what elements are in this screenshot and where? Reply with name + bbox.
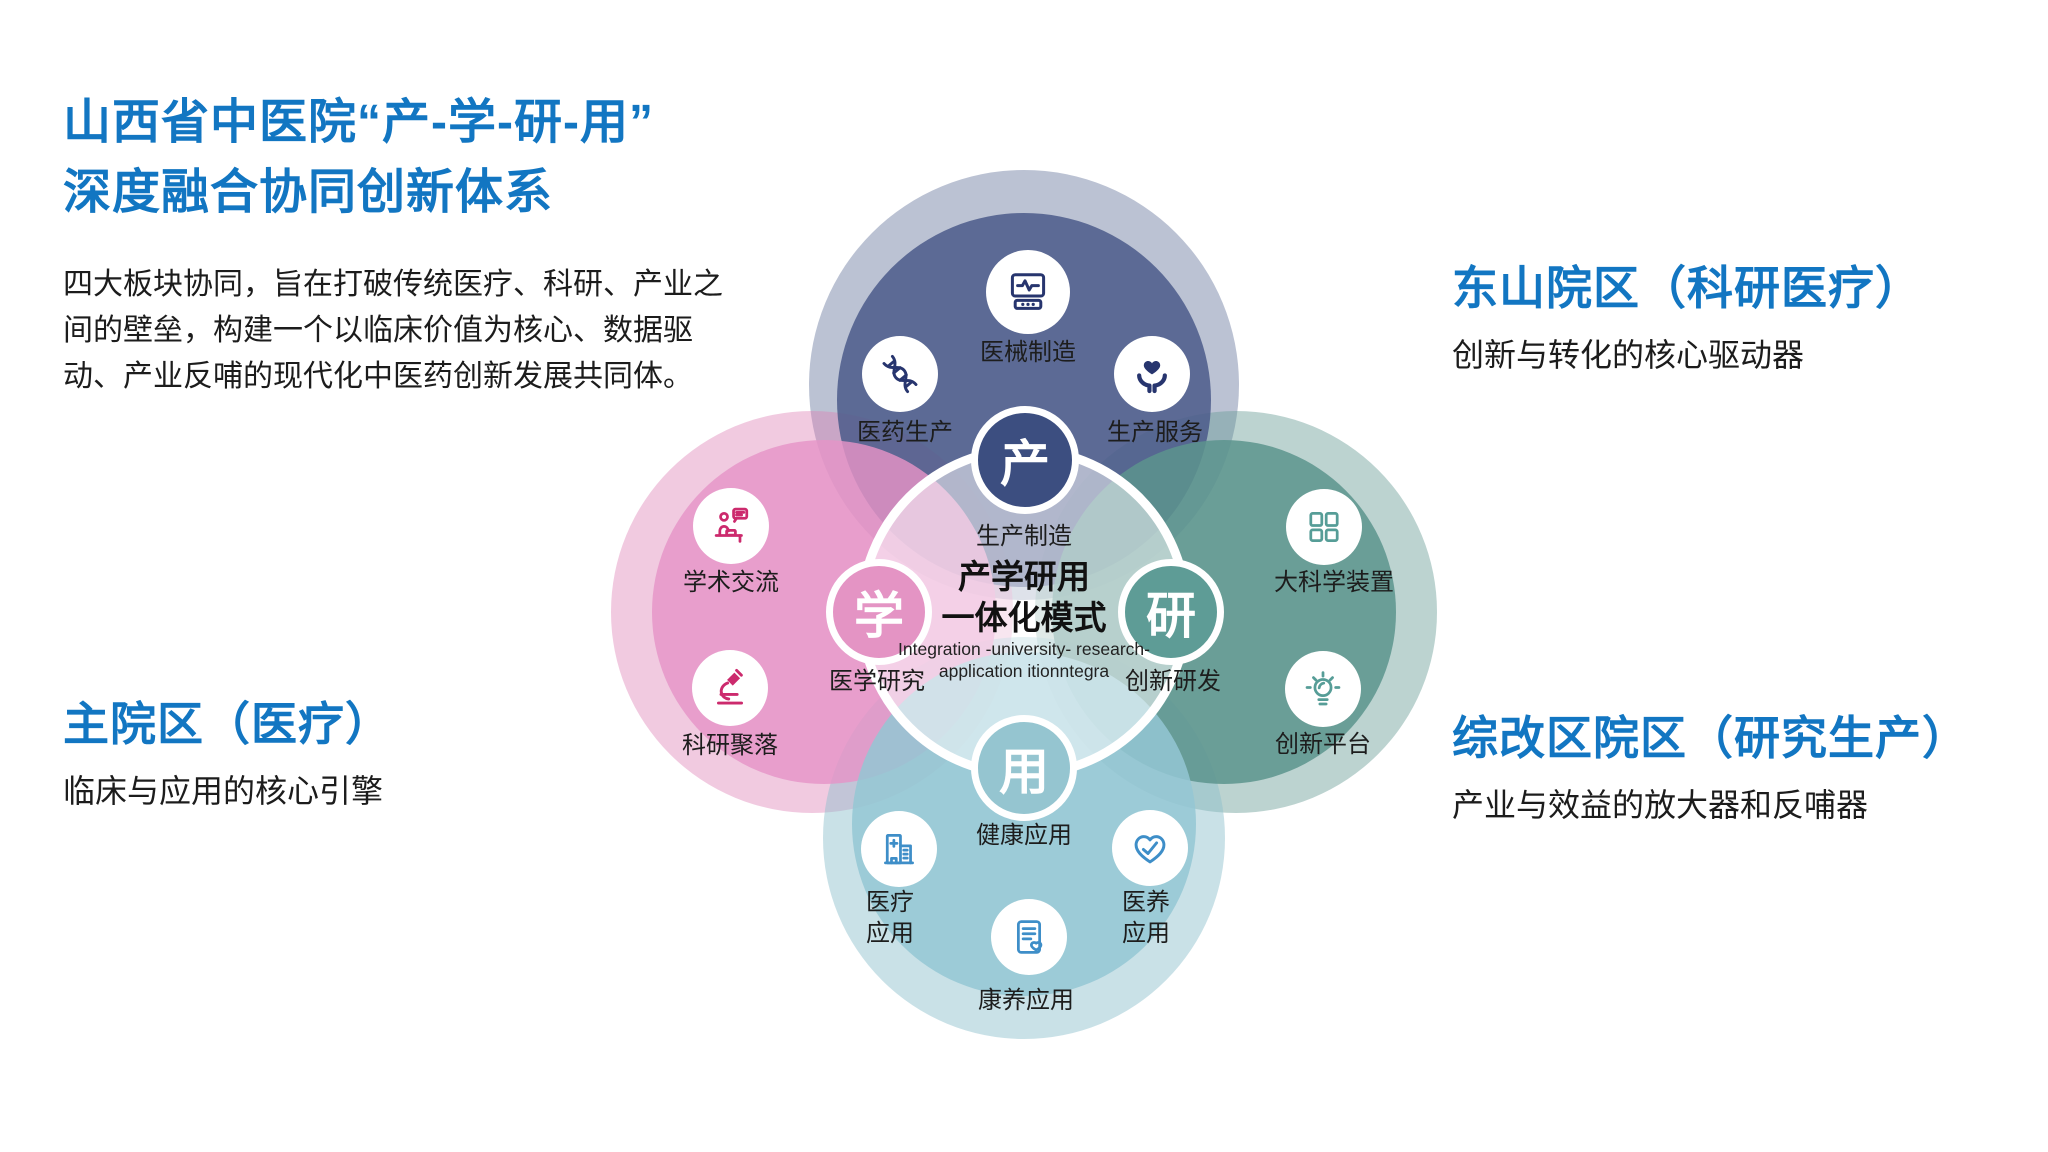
- node-industry: 产: [971, 406, 1079, 514]
- page-title: 山西省中医院“产-学-研-用” 深度融合协同创新体系: [63, 88, 823, 228]
- dna-icon: [878, 352, 922, 396]
- label-wellness-application: 康养应用: [978, 987, 1074, 1014]
- callout-main-subtitle: 临床与应用的核心引擎: [63, 773, 384, 809]
- label-medical-application: 医疗 应用: [866, 889, 914, 947]
- node-application: 用: [971, 715, 1077, 821]
- node-application-label: 健康应用: [976, 822, 1072, 849]
- badge-innovation-platform: [1285, 651, 1361, 727]
- page-title-line1: 山西省中医院“产-学-研-用”: [63, 96, 654, 149]
- label-research-cluster: 科研聚落: [682, 732, 778, 759]
- heart-in-hands-icon: [1130, 352, 1174, 396]
- badge-medical-care-application: [1112, 810, 1188, 886]
- callout-main-title: 主院区（医疗）: [63, 698, 392, 750]
- microscope-icon: [708, 666, 752, 710]
- wellness-record-icon: [1007, 915, 1051, 959]
- center-en-line2: application itionntegra: [938, 661, 1110, 681]
- heart-pulse-icon: [1128, 826, 1172, 870]
- badge-production-service: [1114, 336, 1190, 412]
- label-medical-care-application: 医养 应用: [1122, 889, 1170, 947]
- badge-research-cluster: [692, 650, 768, 726]
- ecg-monitor-icon: [1004, 268, 1052, 316]
- label-innovation-platform: 创新平台: [1275, 731, 1371, 758]
- callout-east-subtitle: 创新与转化的核心驱动器: [1452, 337, 1805, 373]
- callout-main-campus: 主院区（医疗） 临床与应用的核心引擎: [63, 688, 583, 812]
- center-en-line1: Integration -university- research-: [898, 639, 1150, 659]
- label-big-science-facility: 大科学装置: [1274, 569, 1394, 596]
- page-title-line2: 深度融合协同创新体系: [63, 166, 554, 219]
- callout-reform-campus: 综改区院区（研究生产） 产业与效益的放大器和反哺器: [1452, 702, 2032, 826]
- callout-east-campus: 东山院区（科研医疗） 创新与转化的核心驱动器: [1452, 252, 2012, 376]
- node-academy: 学: [826, 559, 932, 665]
- badge-device-manufacturing: [986, 250, 1070, 334]
- badge-big-science-facility: [1286, 489, 1362, 565]
- intro-paragraph: 四大板块协同，旨在打破传统医疗、科研、产业之间的壁垒，构建一个以临床价值为核心、…: [63, 268, 723, 393]
- hospital-icon: [877, 827, 921, 871]
- label-production-service: 生产服务: [1107, 419, 1203, 446]
- lecturer-icon: [709, 504, 753, 548]
- callout-east-title: 东山院区（科研医疗）: [1452, 262, 1922, 314]
- label-device-manufacturing: 医械制造: [980, 339, 1076, 366]
- node-research: 研: [1118, 559, 1224, 665]
- node-academy-label: 医学研究: [829, 668, 925, 695]
- center-line1: 产学研用: [958, 558, 1090, 595]
- callout-reform-subtitle: 产业与效益的放大器和反哺器: [1452, 787, 1869, 823]
- node-research-label: 创新研发: [1125, 668, 1221, 695]
- center-model-text: 产学研用 一体化模式 Integration -university- rese…: [874, 556, 1174, 682]
- badge-medical-application: [861, 811, 937, 887]
- lightbulb-icon: [1301, 667, 1345, 711]
- label-pharma-production: 医药生产: [857, 419, 953, 446]
- badge-wellness-application: [991, 899, 1067, 975]
- callout-reform-title: 综改区院区（研究生产）: [1452, 712, 1969, 764]
- center-line2: 一体化模式: [941, 599, 1107, 636]
- badge-pharma-production: [862, 336, 938, 412]
- module-grid-icon: [1302, 505, 1346, 549]
- label-academic-exchange: 学术交流: [683, 569, 779, 596]
- node-industry-label: 生产制造: [976, 523, 1072, 550]
- badge-academic-exchange: [693, 488, 769, 564]
